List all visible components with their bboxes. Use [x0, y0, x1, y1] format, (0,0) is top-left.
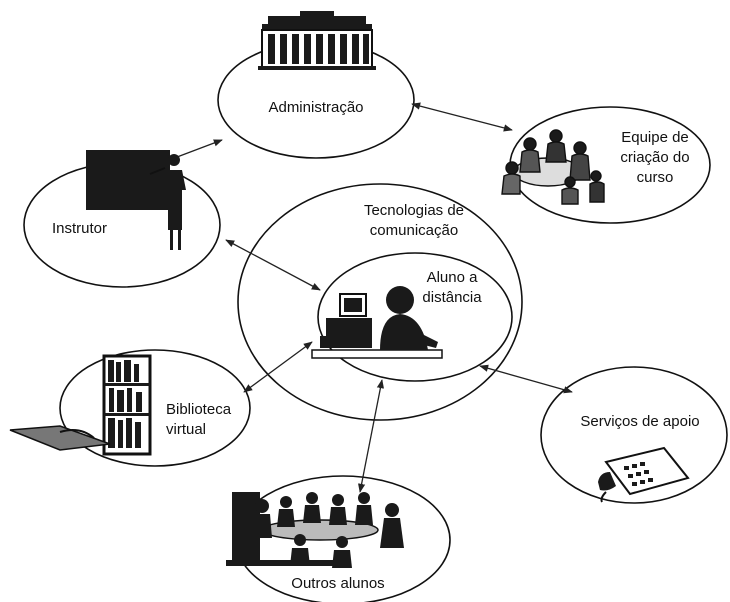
label-tecnologias-line-2: comunicação — [370, 222, 458, 239]
label-instrutor: Instrutor — [52, 220, 107, 237]
label-tecnologias-line-1: Tecnologias de — [364, 202, 464, 219]
label-outros: Outros alunos — [291, 575, 384, 592]
arrow-aluno-biblioteca — [243, 341, 313, 393]
label-aluno-line-2: distância — [422, 289, 482, 306]
node-servicos-ellipse — [540, 366, 728, 504]
group-table-icon — [226, 492, 404, 568]
arrow-aluno-servicos — [479, 364, 573, 394]
node-biblioteca-ellipse — [59, 349, 251, 467]
building-icon — [258, 11, 376, 70]
arrow-administracao-equipe — [411, 102, 513, 132]
telephone-icon — [598, 446, 690, 503]
label-equipe-line-3: curso — [637, 169, 674, 186]
student-at-computer-icon — [311, 286, 443, 359]
label-equipe-line-1: Equipe de — [621, 129, 689, 146]
arrow-instrutor-aluno — [225, 239, 321, 291]
label-equipe-line-2: criação do — [620, 149, 689, 166]
label-biblioteca-line-1: Biblioteca — [166, 401, 232, 418]
label-administracao: Administração — [268, 99, 363, 116]
teacher-at-blackboard-icon — [86, 150, 186, 250]
label-servicos: Serviços de apoio — [580, 413, 699, 430]
bookshelf-icon — [9, 354, 152, 456]
node-aluno-ellipse — [317, 252, 513, 382]
team-meeting-icon — [501, 129, 605, 205]
label-aluno-line-1: Aluno a — [427, 269, 479, 286]
label-biblioteca-line-2: virtual — [166, 421, 206, 438]
arrow-aluno-outros — [358, 379, 384, 493]
